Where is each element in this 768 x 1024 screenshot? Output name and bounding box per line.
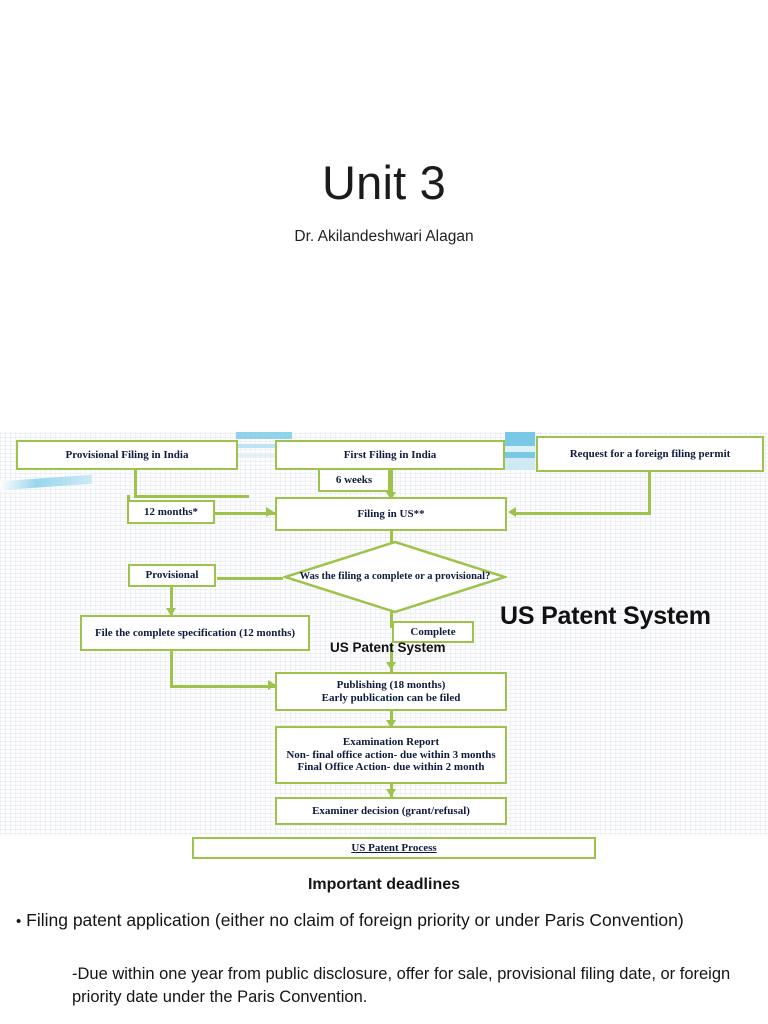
connector-line [134, 468, 137, 498]
node-twelve-months[interactable]: 12 months* [127, 500, 215, 524]
node-publishing[interactable]: Publishing (18 months) Early publication… [275, 672, 507, 711]
page-subtitle: Dr. Akilandeshwari Alagan [294, 228, 474, 245]
connector-line [516, 512, 651, 515]
important-deadlines-heading: Important deadlines [307, 876, 461, 893]
connector-line [217, 577, 283, 580]
node-label-line1: Publishing (18 months) [336, 678, 446, 691]
node-filing-in-us[interactable]: Filing in US** [275, 497, 507, 531]
connector-line [390, 644, 393, 672]
node-provisional-filing-india[interactable]: Provisional Filing in India [16, 440, 238, 470]
node-label: 6 weeks [335, 473, 373, 486]
node-label: Provisional Filing in India [65, 448, 189, 461]
node-six-weeks[interactable]: 6 weeks [318, 468, 390, 492]
node-us-patent-process[interactable]: US Patent Process [192, 837, 596, 859]
decision-diamond-label: Was the filing a complete or a provision… [299, 570, 491, 582]
node-label-line2: Non- final office action- due within 3 m… [286, 748, 496, 761]
node-label-line2: Early publication can be filed [321, 691, 461, 704]
node-label: Filing in US** [357, 507, 425, 520]
node-first-filing-india[interactable]: First Filing in India [275, 440, 505, 470]
node-label: Examiner decision (grant/refusal) [312, 804, 470, 817]
connector-line [170, 685, 280, 688]
node-label: Provisional [145, 569, 199, 582]
connector-line [390, 612, 393, 628]
connector-line [648, 468, 651, 514]
arrow-left-icon [508, 507, 516, 517]
blue-ribbon-decor-icon [505, 432, 535, 462]
us-patent-system-flowchart: Provisional Filing in India First Filing… [0, 432, 768, 862]
arrow-down-icon [386, 492, 396, 500]
node-label: US Patent Process [351, 841, 437, 854]
arrow-right-icon [268, 680, 276, 690]
blue-ribbon-decor-icon [236, 432, 292, 439]
connector-line [170, 650, 173, 688]
connector-line [134, 495, 249, 498]
deadlines-bullet-item: • Filing patent application (either no c… [16, 908, 746, 933]
node-label-line1: Examination Report [342, 735, 440, 748]
node-complete-branch-label[interactable]: Complete [392, 621, 474, 643]
node-label: 12 months* [143, 505, 199, 518]
node-file-complete-specification[interactable]: File the complete specification (12 mont… [80, 615, 310, 651]
node-label: Request for a foreign filing permit [569, 447, 731, 460]
bullet-marker-icon: • [16, 913, 22, 930]
arrow-down-icon [386, 789, 396, 797]
node-examiner-decision[interactable]: Examiner decision (grant/refusal) [275, 797, 507, 825]
connector-line [215, 512, 277, 515]
clipped-next-line [16, 1014, 746, 1024]
page-title: Unit 3 [322, 156, 446, 209]
blue-swoosh-decor-icon [0, 474, 92, 491]
node-label: First Filing in India [343, 448, 437, 461]
arrow-down-icon [166, 608, 176, 616]
node-label-line3: Final Office Action- due within 2 month [297, 761, 485, 774]
figure-heading-large: US Patent System [500, 602, 711, 630]
deadlines-bullet-text: Filing patent application (either no cla… [26, 910, 684, 930]
figure-heading-small: US Patent System [330, 640, 446, 655]
node-foreign-filing-permit[interactable]: Request for a foreign filing permit [536, 436, 764, 472]
arrow-down-icon [386, 662, 396, 670]
arrow-down-icon [386, 720, 396, 728]
connector-line [390, 710, 393, 728]
node-examination-report[interactable]: Examination Report Non- final office act… [275, 726, 507, 784]
node-label: Complete [410, 625, 456, 638]
blue-ribbon-decor-icon [505, 446, 535, 452]
arrow-right-icon [266, 507, 274, 517]
node-provisional-branch-label[interactable]: Provisional [128, 564, 216, 587]
node-label: File the complete specification (12 mont… [94, 626, 296, 639]
connector-line [170, 586, 173, 618]
blue-ribbon-decor-icon [505, 458, 535, 470]
decision-diamond-filing-type[interactable]: Was the filing a complete or a provision… [283, 540, 507, 614]
deadlines-subpoint-text: -Due within one year from public disclos… [72, 965, 731, 1007]
